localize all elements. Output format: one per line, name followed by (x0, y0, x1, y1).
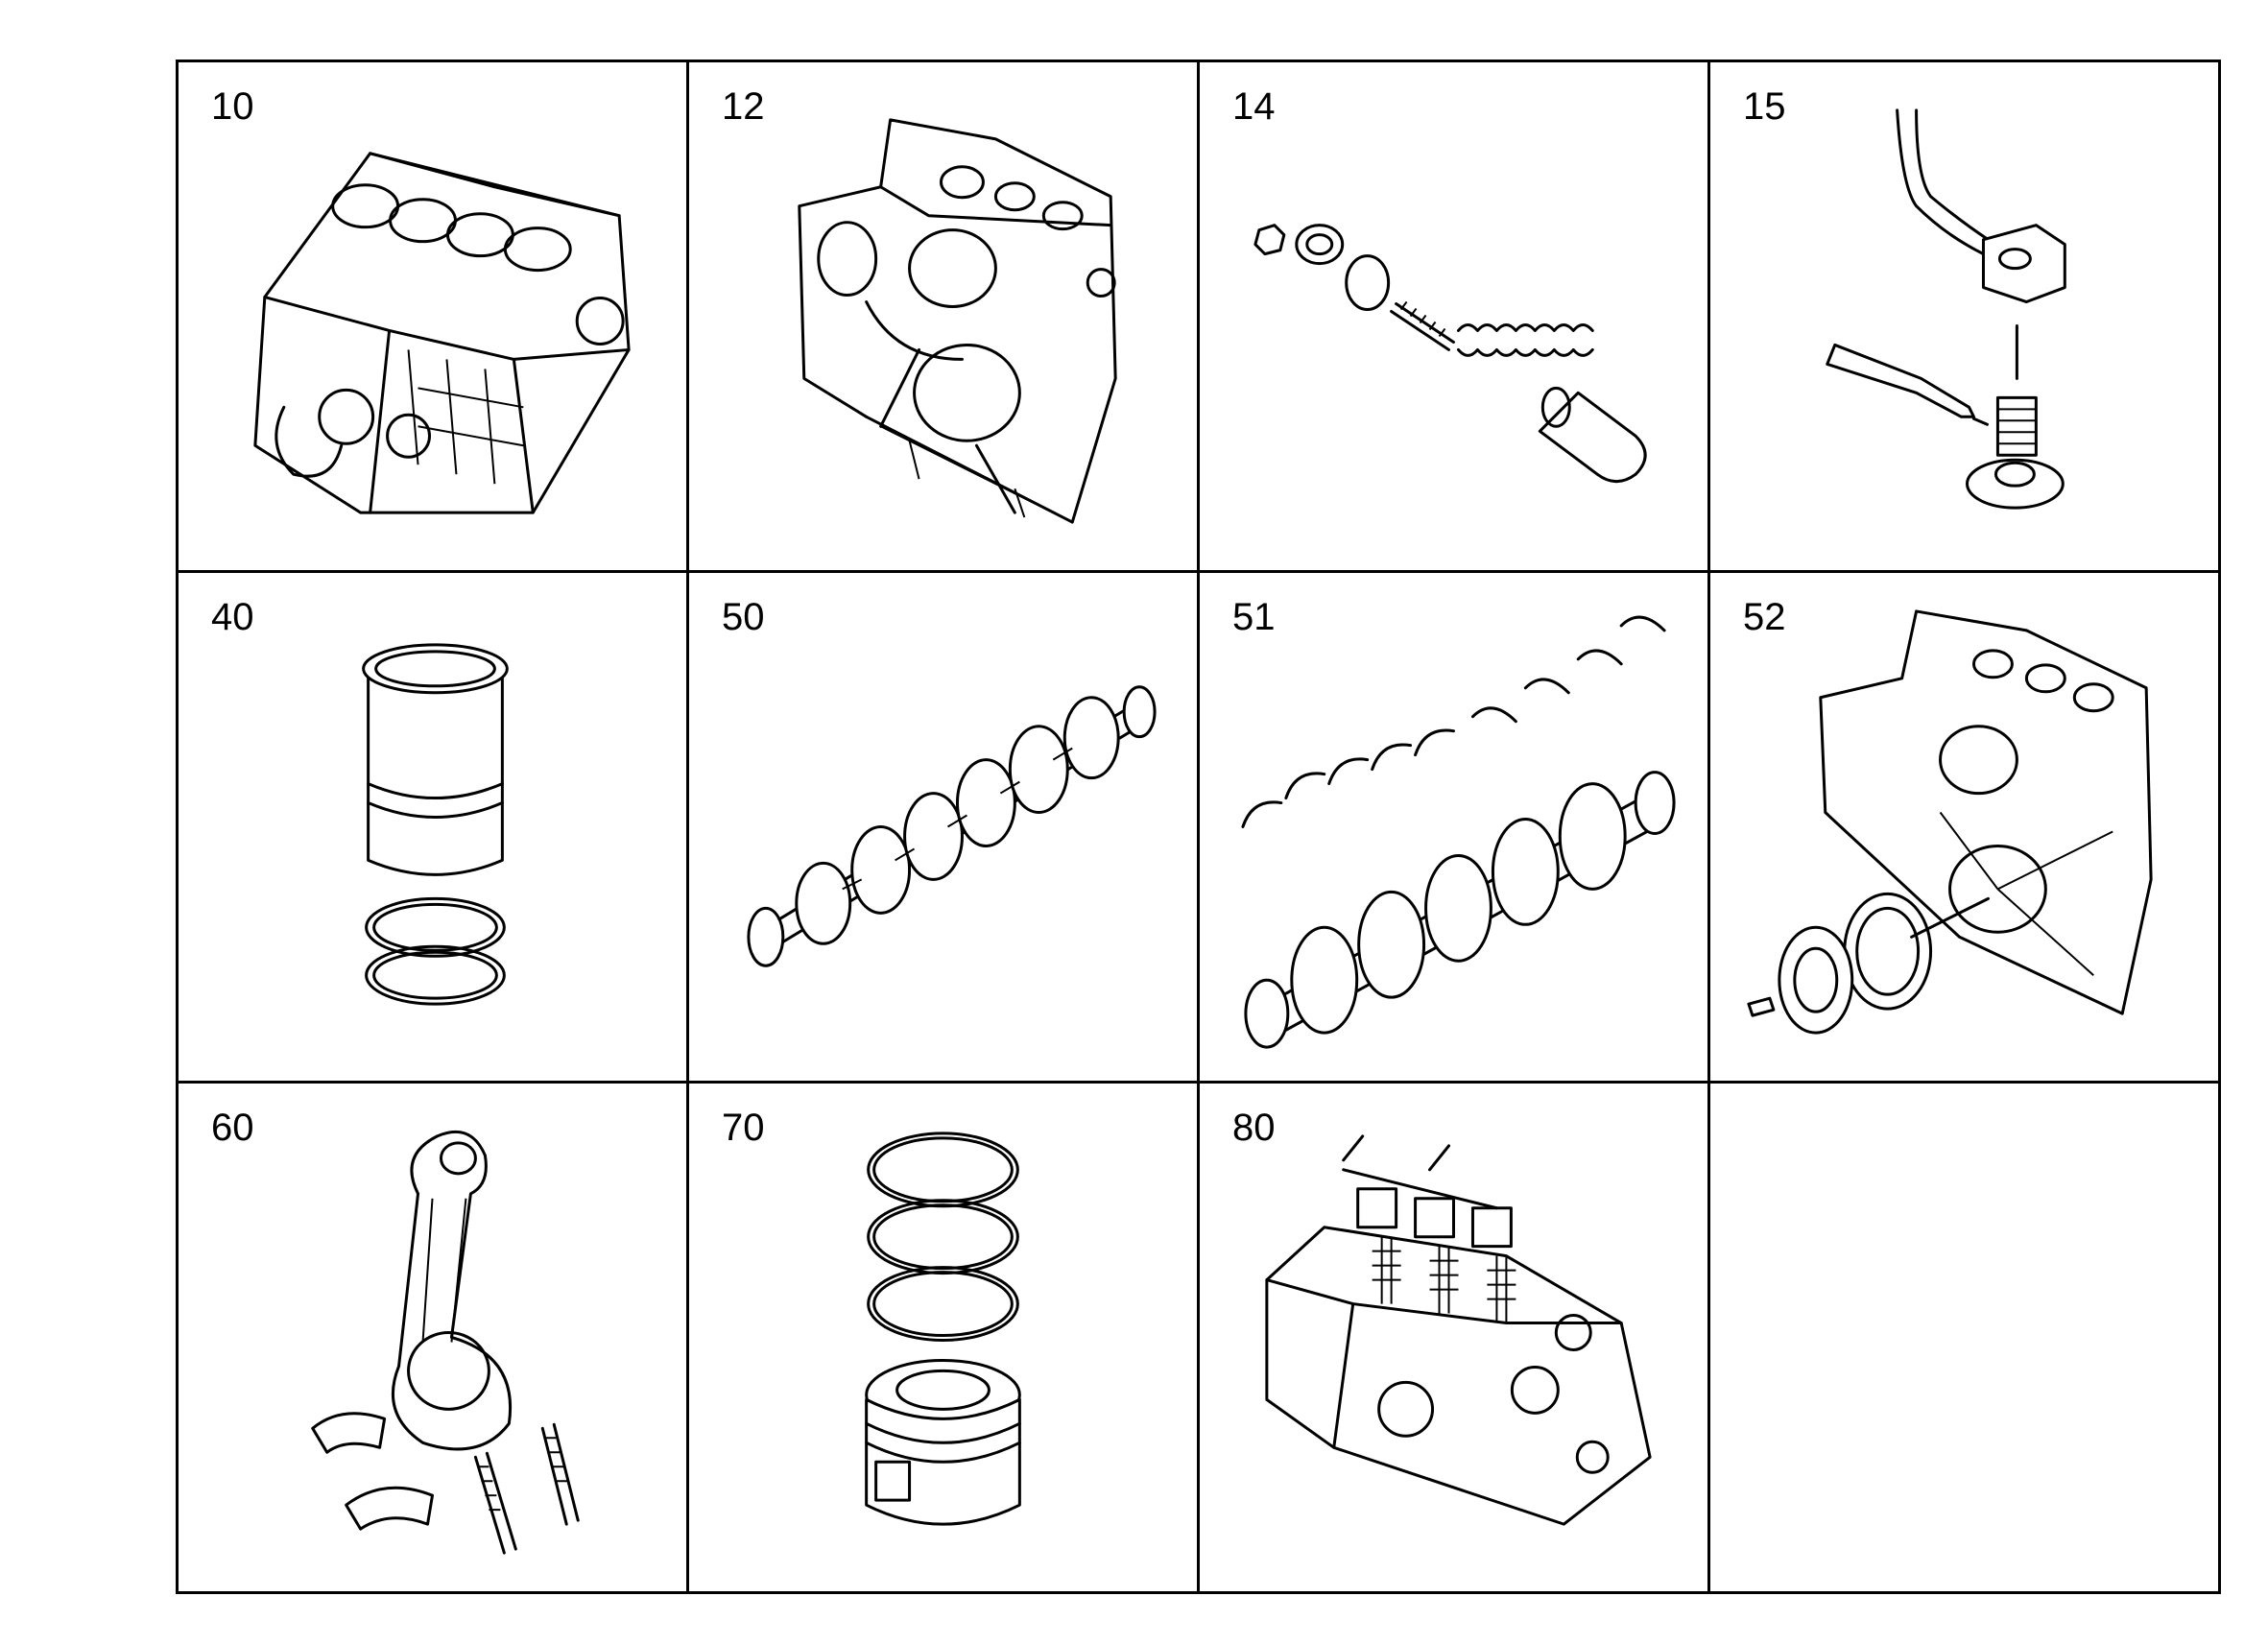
part-number: 10 (211, 85, 254, 128)
part-cell-15[interactable]: 15 (1710, 62, 2221, 573)
part-cell-50[interactable]: 50 (689, 573, 1200, 1084)
piston-rings-icon (689, 1084, 1197, 1591)
cylinder-head-icon (1200, 1084, 1707, 1591)
crankshaft-seal-icon (1710, 573, 2218, 1081)
part-number: 50 (722, 596, 765, 638)
part-cell-12[interactable]: 12 (689, 62, 1200, 573)
part-number: 80 (1232, 1107, 1276, 1149)
empty-cell (1710, 1084, 2221, 1594)
part-number: 40 (211, 596, 254, 638)
part-cell-14[interactable]: 14 (1200, 62, 1710, 573)
crankshaft-icon (689, 573, 1197, 1081)
cylinder-liner-icon (179, 573, 686, 1081)
part-number: 15 (1743, 85, 1786, 128)
part-number: 70 (722, 1107, 765, 1149)
part-cell-80[interactable]: 80 (1200, 1084, 1710, 1594)
engine-block-icon (179, 62, 686, 570)
timing-cover-icon (689, 62, 1197, 570)
part-cell-51[interactable]: 51 (1200, 573, 1710, 1084)
part-cell-60[interactable]: 60 (179, 1084, 689, 1594)
part-number: 52 (1743, 596, 1786, 638)
part-number: 12 (722, 85, 765, 128)
oil-pipe-icon (1710, 62, 2218, 570)
part-number: 14 (1232, 85, 1276, 128)
part-cell-40[interactable]: 40 (179, 573, 689, 1084)
part-number: 60 (211, 1107, 254, 1149)
part-cell-52[interactable]: 52 (1710, 573, 2221, 1084)
part-cell-70[interactable]: 70 (689, 1084, 1200, 1594)
part-cell-10[interactable]: 10 (179, 62, 689, 573)
crankshaft-bearings-icon (1200, 573, 1707, 1081)
connecting-rod-icon (179, 1084, 686, 1591)
part-number: 51 (1232, 596, 1276, 638)
parts-grid: 10 12 (176, 60, 2221, 1594)
relief-valve-icon (1200, 62, 1707, 570)
